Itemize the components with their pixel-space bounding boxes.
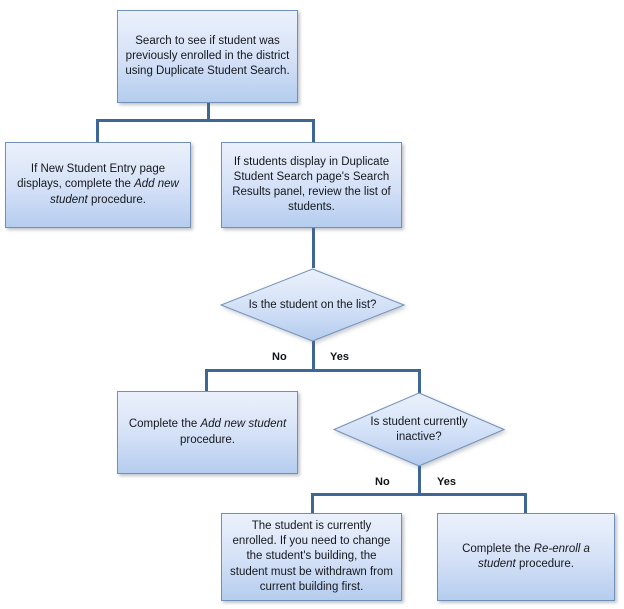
node-complete-add-new-label-part2: procedure.	[180, 433, 235, 446]
node-decision-on-list-label: Is the student on the list?	[248, 298, 377, 311]
connector-yes-to-inactive	[418, 369, 421, 393]
branch-label-inactive-yes: Yes	[437, 476, 456, 488]
node-new-student-entry-label-italic: Add new student	[50, 178, 179, 206]
branch-label-inactive-no: No	[375, 476, 390, 488]
node-new-student-entry[interactable]: If New Student Entry page displays, comp…	[5, 142, 191, 228]
connector-start-down	[207, 102, 210, 121]
node-complete-add-new-label: Complete the Add new student procedure.	[125, 417, 290, 447]
node-currently-enrolled[interactable]: The student is currently enrolled. If yo…	[221, 513, 402, 601]
node-currently-enrolled-label: The student is currently enrolled. If yo…	[230, 520, 393, 593]
branch-label-on-list-no: No	[272, 351, 287, 363]
node-complete-add-new[interactable]: Complete the Add new student procedure.	[117, 391, 298, 474]
node-complete-add-new-label-part1: Complete the	[128, 418, 201, 431]
node-decision-inactive[interactable]: Is student currently inactive?	[332, 392, 506, 467]
node-complete-reenroll-label: Complete the Re-enroll a student procedu…	[445, 542, 607, 572]
node-complete-reenroll-label-italic: Re-enroll a student	[478, 542, 590, 570]
node-students-display-label: If students display in Duplicate Student…	[232, 155, 391, 214]
connector-no-to-add-new	[205, 369, 208, 391]
connector-to-new-student-entry	[96, 119, 99, 142]
connector-to-students-display	[312, 119, 315, 142]
node-start-search[interactable]: Search to see if student was previously …	[117, 10, 298, 103]
node-new-student-entry-label-part2: procedure.	[87, 193, 146, 206]
node-start-search-label: Search to see if student was previously …	[125, 34, 290, 78]
connector-no-to-enrolled	[311, 493, 314, 514]
connector-students-to-decision	[312, 228, 315, 268]
node-complete-reenroll-label-part1: Complete the	[462, 542, 534, 555]
connector-decision-inactive-down	[418, 466, 421, 496]
node-complete-add-new-label-italic: Add new student	[200, 418, 287, 431]
node-students-display[interactable]: If students display in Duplicate Student…	[221, 142, 402, 228]
diamond-shape-on-list	[219, 268, 406, 342]
connector-split-decision-list	[205, 369, 421, 372]
connector-decision-list-down	[312, 341, 315, 371]
node-new-student-entry-label-part1: If New Student Entry page displays, comp…	[17, 163, 166, 191]
node-complete-reenroll[interactable]: Complete the Re-enroll a student procedu…	[437, 513, 615, 601]
connector-split-top	[96, 119, 315, 122]
node-decision-on-list[interactable]: Is the student on the list?	[219, 268, 406, 342]
connector-yes-to-reenroll	[524, 493, 527, 514]
node-decision-inactive-label: Is student currently inactive?	[370, 415, 468, 443]
node-complete-reenroll-label-part2: procedure.	[515, 558, 574, 570]
branch-label-on-list-yes: Yes	[330, 351, 349, 363]
node-new-student-entry-label: If New Student Entry page displays, comp…	[13, 162, 183, 208]
diamond-shape-inactive	[332, 392, 506, 467]
connector-split-decision-inactive	[311, 493, 527, 496]
